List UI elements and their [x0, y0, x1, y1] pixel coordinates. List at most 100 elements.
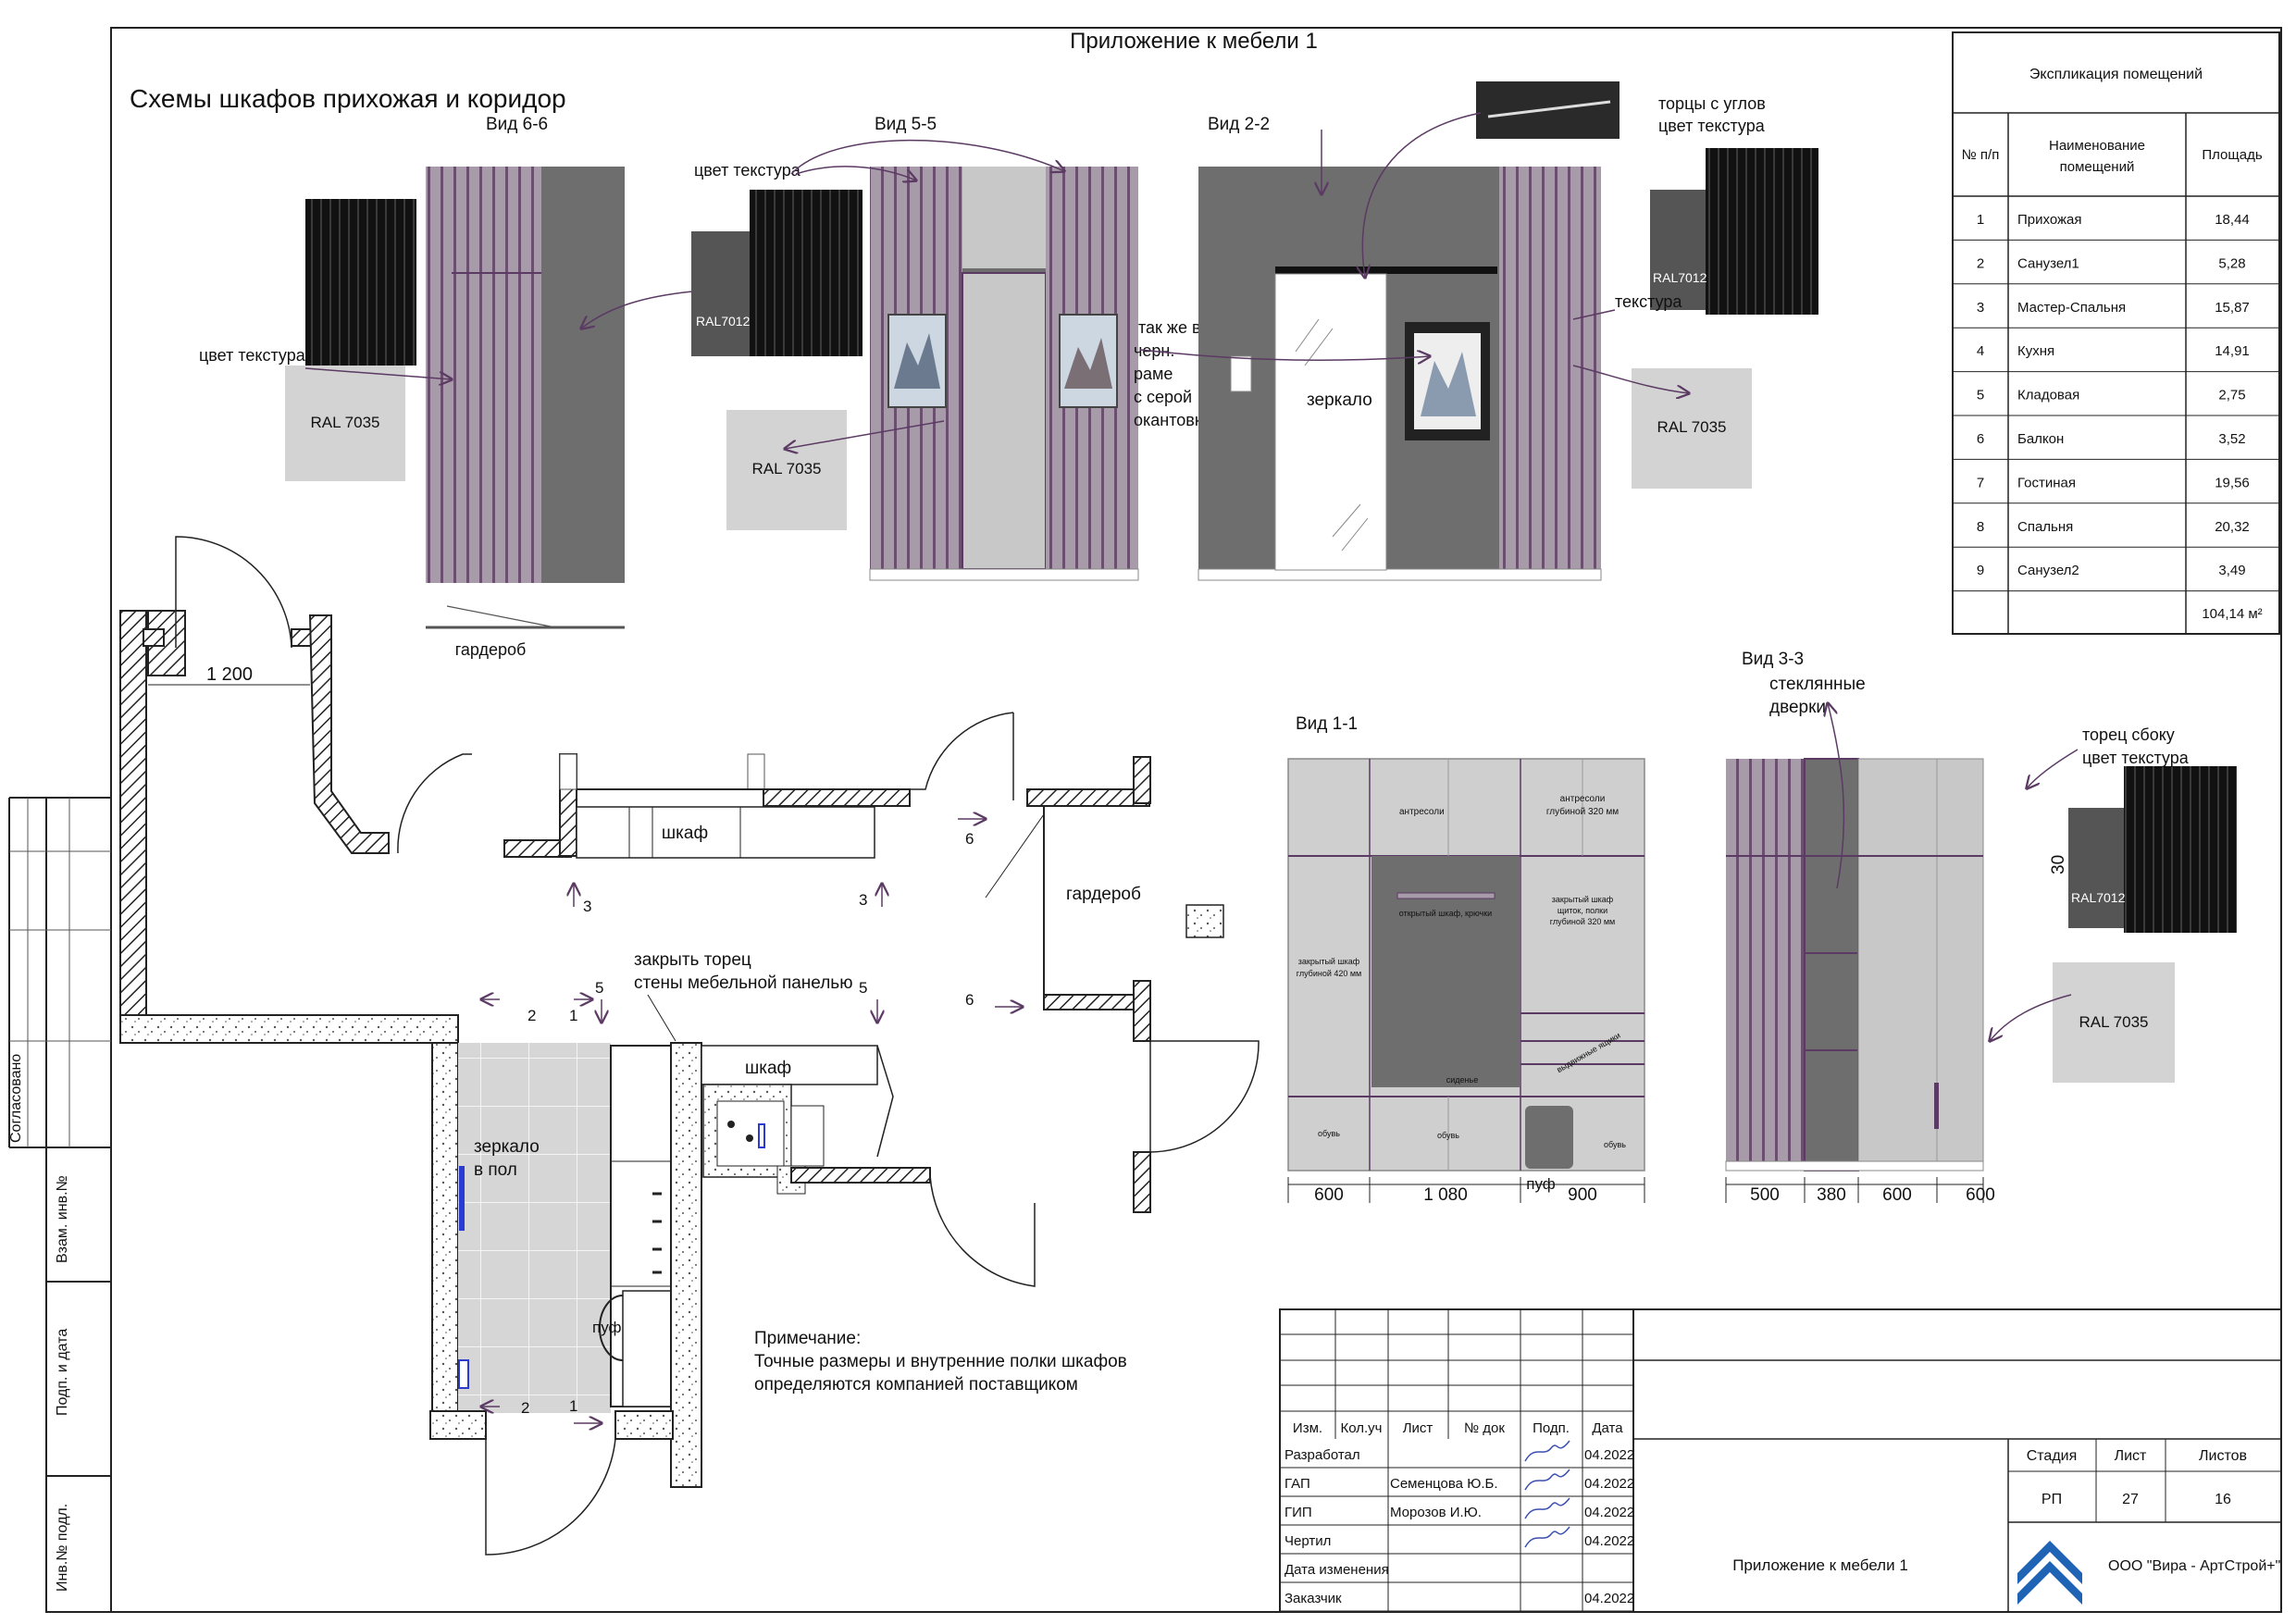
floor-plan: 1 200 шкаф гардероб: [119, 536, 1260, 1556]
sheets-value: 16: [2215, 1492, 2231, 1507]
view-3-3: Вид 3-3 стеклянные дверки RAL7012 RAL 70…: [1725, 650, 2237, 1205]
view-5-5-label: Вид 5-5: [875, 115, 937, 134]
title-block-col: Подп.: [1533, 1420, 1570, 1436]
floor-mirror-line-2: в пол: [474, 1160, 517, 1180]
view-1-1: Вид 1-1 антресоли антресоли глубиной 320…: [1287, 714, 1645, 1205]
explication-row-no: 7: [1977, 475, 1984, 490]
mezzanine-deep-line-1: антресоли: [1560, 794, 1606, 804]
mirror-label: зеркало: [1307, 391, 1372, 410]
signature: [1524, 1497, 1570, 1519]
painting-right: [1059, 314, 1118, 408]
color-texture-label: цвет текстура: [694, 161, 801, 180]
ral7012-label: RAL7012: [2071, 890, 2126, 905]
dim-3-3: 380: [1817, 1185, 1846, 1205]
explication-title: Экспликация помещений: [2029, 67, 2203, 82]
glass-doors-line-1: стеклянные: [1769, 675, 1866, 694]
texture-swatch-dark: [1706, 148, 1818, 315]
glass-column: [1804, 758, 1859, 1172]
explication-row-no: 5: [1977, 388, 1984, 403]
wardrobe-label: гардероб: [455, 640, 527, 659]
pouf-dim-label: пуф: [1526, 1175, 1556, 1193]
mark-1a: 1: [569, 1007, 577, 1024]
closed-shield-line-1: закрытый шкаф: [1552, 895, 1614, 904]
dim-1-1: 900: [1568, 1185, 1597, 1205]
closed-shield-line-2: щиток, полки: [1558, 906, 1607, 915]
title-block-name: Морозов И.Ю.: [1390, 1505, 1482, 1520]
stamp-agreed: Согласовано: [8, 1054, 24, 1143]
view-3-3-label: Вид 3-3: [1742, 650, 1804, 669]
explication-row-name: Гостиная: [2017, 475, 2076, 490]
dim-1-1: 600: [1314, 1185, 1344, 1205]
mark-3b: 3: [859, 891, 867, 909]
explication-header-name-2: помещений: [2060, 159, 2135, 175]
close-end-line-2: стены мебельной панелью: [634, 973, 852, 993]
title-block-col: Лист: [1403, 1420, 1433, 1436]
explication-row-area: 20,32: [2215, 519, 2250, 535]
explication-header-area: Площадь: [2202, 147, 2262, 163]
title-block-date: 04.2022: [1584, 1591, 1634, 1606]
explication-row-name: Санузел1: [2017, 255, 2079, 271]
explication-row-name: Прихожая: [2017, 212, 2082, 228]
explication-row-no: 1: [1977, 212, 1984, 228]
mark-5b: 5: [859, 979, 867, 997]
side-stamp: Согласовано Взам. инв.№ Подп. и дата Инв…: [8, 797, 112, 1613]
explication-row-area: 5,28: [2218, 255, 2245, 271]
mezzanine-label: антресоли: [1399, 807, 1445, 817]
ral7012-label: RAL7012: [696, 314, 751, 329]
texture-swatch-dark: [2124, 766, 2237, 933]
cabinet-label: шкаф: [662, 824, 708, 843]
explication-header-no: № п/п: [1962, 147, 2000, 163]
door-width-dim: 1 200: [206, 664, 253, 685]
same-black-line-4: с серой: [1134, 388, 1192, 406]
explication-row-no: 4: [1977, 343, 1984, 359]
title-block-role: Дата изменения: [1285, 1562, 1389, 1578]
company-name: ООО "Вира - АртСтрой+": [2108, 1558, 2280, 1574]
texture-swatch-dark: [305, 199, 416, 366]
title-block-role: Чертил: [1285, 1533, 1331, 1549]
dim-3-3: 500: [1750, 1185, 1780, 1205]
view-1-1-label: Вид 1-1: [1296, 714, 1358, 734]
floor-mirror-line-1: зеркало: [474, 1137, 540, 1157]
view-6-6-label: Вид 6-6: [486, 115, 548, 134]
same-black-line-3: раме: [1134, 365, 1173, 383]
wardrobe-plan-label: гардероб: [1066, 885, 1141, 904]
sheet-caption: Приложение к мебели 1: [1070, 29, 1318, 54]
explication-row-no: 6: [1977, 431, 1984, 447]
explication-row-name: Кухня: [2017, 343, 2054, 359]
stamp-inv-orig: Инв.№ подл.: [55, 1504, 70, 1592]
sheet-value: 27: [2122, 1492, 2139, 1507]
mirror-door: [1274, 273, 1387, 571]
closed-420-line-2: глубиной 420 мм: [1297, 969, 1362, 978]
texture-label: текстура: [1615, 292, 1682, 311]
note-line-1: Точные размеры и внутренние полки шкафов: [754, 1352, 1127, 1371]
glass-doors-line-2: дверки: [1769, 698, 1826, 717]
explication-row-name: Санузел2: [2017, 563, 2079, 578]
shoes-label-1: обувь: [1318, 1129, 1340, 1138]
stamp-sign-date: Подп. и дата: [55, 1329, 70, 1416]
explication-row-area: 3,52: [2218, 431, 2245, 447]
title-block-role: ГИП: [1285, 1505, 1312, 1520]
ral7012-swatch: [1650, 190, 1710, 310]
title-block-col: Кол.уч: [1341, 1420, 1383, 1436]
sheet-label: Лист: [2115, 1448, 2147, 1464]
explication-row-no: 2: [1977, 255, 1984, 271]
ral7012-label: RAL7012: [1653, 270, 1707, 285]
ends-corners-line-2: цвет текстура: [1658, 117, 1766, 135]
title-block-role: ГАП: [1285, 1476, 1310, 1492]
cabinet-bottom-label: шкаф: [745, 1059, 791, 1078]
ral7012-swatch: [691, 231, 751, 356]
note-line-2: определяются компанией поставщиком: [754, 1375, 1078, 1395]
explication-total: 104,14 м²: [2202, 606, 2262, 622]
ral7035-label: RAL 7035: [752, 460, 822, 477]
explication-row-area: 14,91: [2215, 343, 2250, 359]
dim-1-1: 1 080: [1423, 1185, 1468, 1205]
title-block-col: Изм.: [1293, 1420, 1322, 1436]
stamp-inv-replace: Взам. инв.№: [55, 1175, 70, 1263]
texture-swatch-dark: [750, 190, 863, 356]
open-cabinet: [1371, 856, 1520, 1087]
mark-1b: 1: [569, 1397, 577, 1415]
sheet-heading: Схемы шкафов прихожая и коридор: [130, 84, 566, 113]
explication-row-area: 19,56: [2215, 475, 2250, 490]
doc-title: Приложение к мебели 1: [1732, 1556, 1908, 1574]
